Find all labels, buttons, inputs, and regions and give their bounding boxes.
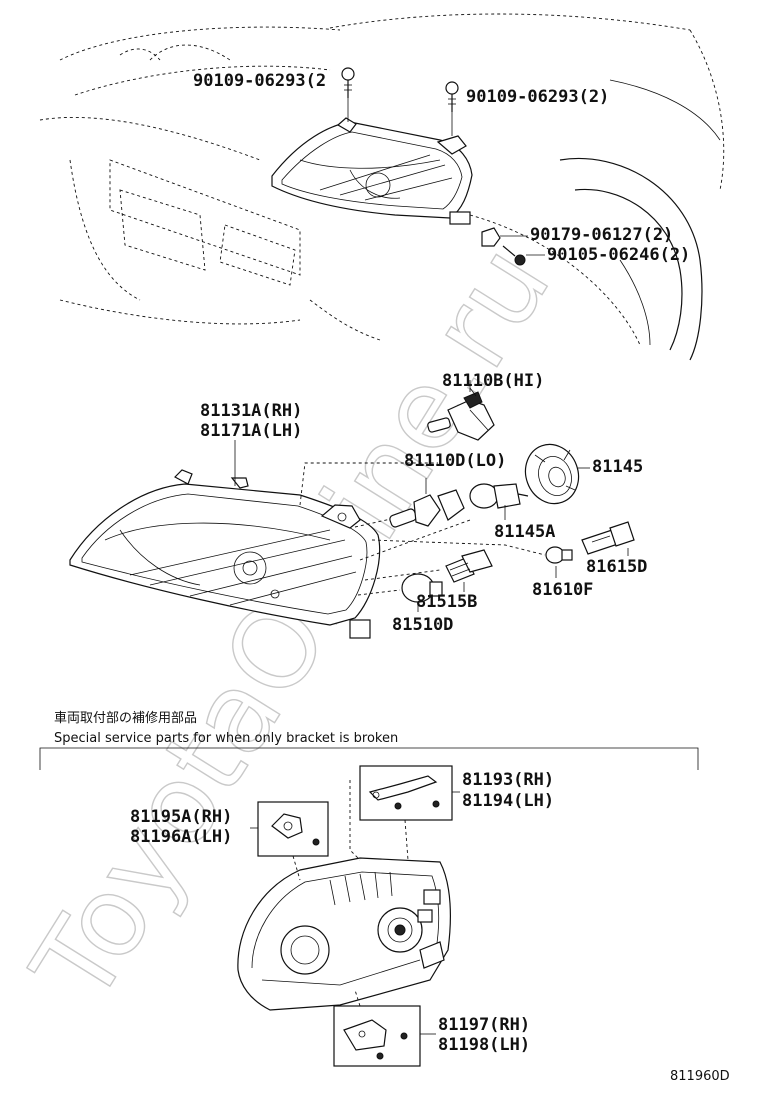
headlamp-unit <box>69 469 381 639</box>
screw-icon <box>502 245 526 266</box>
label-81195a: 81195A(RH) <box>130 807 232 827</box>
dust-cap-icon <box>524 443 580 505</box>
label-81131a: 81131A(RH) <box>200 401 302 421</box>
leader-line <box>404 819 409 861</box>
bracket-c-icon <box>343 1019 408 1060</box>
bulb-hi-icon <box>427 387 495 441</box>
bolt-icon-2 <box>445 81 459 112</box>
leader-line <box>292 855 301 881</box>
label-81193: 81193(RH) <box>462 770 554 790</box>
leader-line <box>364 569 441 581</box>
label-90179-06127: 90179-06127(2) <box>530 225 673 245</box>
label-90109-06293-b: 90109-06293(2) <box>466 87 609 107</box>
label-81145: 81145 <box>592 457 643 477</box>
leader-line <box>359 519 471 561</box>
label-81194: 81194(LH) <box>462 791 554 811</box>
headlamp-installed <box>271 117 473 225</box>
leader-line <box>354 989 361 1007</box>
bulb-lo-icon <box>389 478 465 528</box>
leader-line <box>349 780 361 861</box>
car-front-drawing <box>39 13 725 361</box>
label-81197: 81197(RH) <box>438 1015 530 1035</box>
socket-b-icon <box>445 549 493 583</box>
label-81610f: 81610F <box>532 580 593 600</box>
socket-icon <box>469 483 529 509</box>
label-81510d: 81510D <box>392 615 453 635</box>
bracket-b-icon <box>271 813 320 846</box>
bracket-a-icon <box>368 775 440 810</box>
socket-d-icon <box>581 521 635 555</box>
leader-line <box>299 462 438 506</box>
note-japanese: 車両取付部の補修用部品 <box>54 711 197 726</box>
label-90109-06293-a: 90109-06293(2 <box>193 71 326 91</box>
label-81145a: 81145A <box>494 522 555 542</box>
bulb-d-icon <box>401 573 443 603</box>
section-bracket-line <box>39 747 699 770</box>
leader-line <box>354 517 396 528</box>
label-81171a: 81171A(LH) <box>200 421 302 441</box>
label-81110b: 81110B(HI) <box>442 371 544 391</box>
headlamp-rear-housing <box>237 857 451 1011</box>
note-english: Special service parts for when only brac… <box>54 731 398 746</box>
label-90105-06246: 90105-06246(2) <box>547 245 690 265</box>
label-81110d: 81110D(LO) <box>404 451 506 471</box>
nut-icon <box>481 227 501 247</box>
bolt-icon-1 <box>341 67 355 98</box>
leader-line <box>357 589 401 596</box>
label-81198: 81198(LH) <box>438 1035 530 1055</box>
diagram-code: 811960D <box>670 1069 730 1084</box>
label-81615d: 81615D <box>586 557 647 577</box>
label-81515b: 81515B <box>416 592 477 612</box>
bulb-f-icon <box>545 546 573 564</box>
leader-line <box>371 539 546 556</box>
label-81196a: 81196A(LH) <box>130 827 232 847</box>
